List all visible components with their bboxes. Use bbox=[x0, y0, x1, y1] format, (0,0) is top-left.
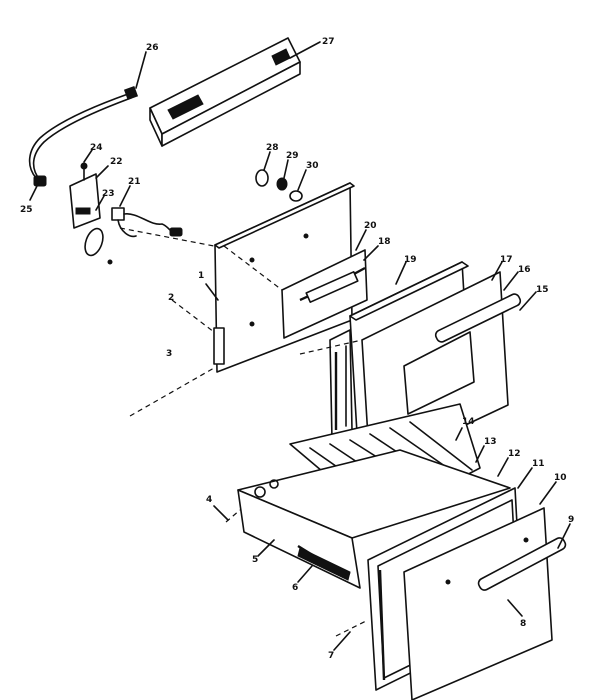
control-panel-badge bbox=[149, 37, 301, 147]
callout-c26: 4 bbox=[206, 495, 212, 505]
callout-c17: 1 bbox=[198, 271, 204, 281]
callout-c16: 15 bbox=[536, 285, 549, 295]
outer-door bbox=[403, 507, 567, 700]
callout-c25: 9 bbox=[568, 515, 574, 525]
callout-c30: 7 bbox=[328, 651, 334, 661]
callout-c27: 5 bbox=[252, 555, 258, 565]
callout-c15: 16 bbox=[518, 265, 531, 275]
leader-lines bbox=[29, 41, 571, 651]
callout-c2: 27 bbox=[322, 37, 335, 47]
callout-c4: 24 bbox=[90, 143, 103, 153]
cabinet-base bbox=[237, 449, 511, 589]
callout-c10: 30 bbox=[306, 161, 319, 171]
callout-c6: 23 bbox=[102, 189, 115, 199]
callout-c28: 6 bbox=[292, 583, 298, 593]
terminal-block bbox=[69, 162, 113, 265]
callout-c29: 8 bbox=[520, 619, 526, 629]
callout-c19: 3 bbox=[166, 349, 172, 359]
callout-c8: 28 bbox=[266, 143, 279, 153]
callout-c13: 19 bbox=[404, 255, 417, 265]
power-cord bbox=[28, 85, 139, 187]
callout-c1: 26 bbox=[146, 43, 159, 53]
callout-c5: 22 bbox=[110, 157, 123, 167]
callout-c14: 17 bbox=[500, 255, 513, 265]
callout-c9: 29 bbox=[286, 151, 299, 161]
callout-c20: 14 bbox=[462, 417, 475, 427]
heating-element-panel bbox=[281, 249, 368, 339]
callout-c24: 10 bbox=[554, 473, 567, 483]
wire-harness bbox=[111, 207, 183, 238]
callout-c11: 20 bbox=[364, 221, 377, 231]
callout-c21: 13 bbox=[484, 437, 497, 447]
knobs bbox=[255, 169, 303, 202]
callout-c12: 18 bbox=[378, 237, 391, 247]
rear-panel bbox=[213, 182, 355, 373]
callout-numbers: 26 27 25 24 22 23 21 28 29 30 20 18 19 1… bbox=[20, 37, 574, 661]
callout-c3: 25 bbox=[20, 205, 33, 215]
callout-c18: 2 bbox=[168, 293, 174, 303]
door-hinge bbox=[329, 329, 353, 441]
callout-c23: 11 bbox=[532, 459, 545, 469]
callout-c22: 12 bbox=[508, 449, 521, 459]
callout-c7: 21 bbox=[128, 177, 141, 187]
